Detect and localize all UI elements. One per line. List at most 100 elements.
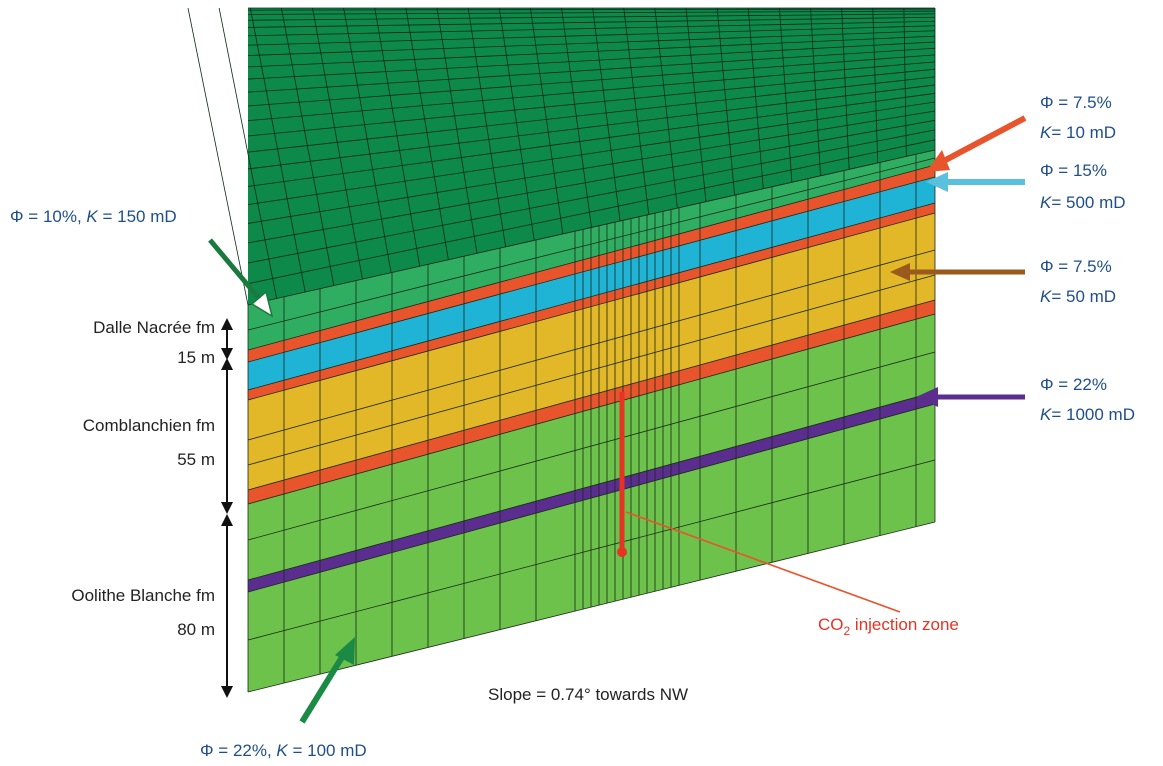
grid-line xyxy=(247,459,936,641)
layer-band xyxy=(248,150,935,350)
formation-name-comblanchien: Comblanchien fm xyxy=(83,416,215,435)
formation-thickness-comblanchien: 55 m xyxy=(177,450,215,469)
grid-line xyxy=(247,129,936,264)
grid-line xyxy=(247,212,936,401)
grid-line xyxy=(716,7,736,196)
injection-leader-line xyxy=(625,511,901,613)
front-face-grid xyxy=(247,149,936,693)
slope-label: Slope = 0.74° towards NW xyxy=(488,685,688,704)
layer-band xyxy=(248,314,935,580)
layer-band xyxy=(248,165,935,362)
grid-line xyxy=(405,7,449,260)
grid-line xyxy=(312,7,363,280)
formation-name-dalle: Dalle Nacrée fm xyxy=(93,318,215,337)
formation-name-oolithe: Oolithe Blanche fm xyxy=(71,586,215,605)
grid-line xyxy=(247,157,936,331)
grid-line xyxy=(436,7,478,254)
property-phi-orange: Φ = 7.5% xyxy=(1040,93,1112,112)
grid-line xyxy=(592,7,621,222)
property-label-bottom: Φ = 22%, K = 100 mD xyxy=(200,741,367,760)
grid-line xyxy=(247,25,936,46)
grid-line xyxy=(374,7,421,267)
grid-line xyxy=(247,92,936,187)
grid-line xyxy=(247,391,936,581)
property-k-yellow: K= 50 mD xyxy=(1040,287,1116,306)
property-phi-purple: Φ = 22% xyxy=(1040,375,1107,394)
grid-line xyxy=(810,7,821,176)
property-label-top-left: Φ = 10%, K = 150 mD xyxy=(10,207,177,226)
grid-line xyxy=(247,10,936,15)
grid-line xyxy=(247,61,936,122)
grid-line xyxy=(247,149,936,306)
injection-well-tip xyxy=(617,547,627,557)
formation-thickness-dalle: 15 m xyxy=(177,348,215,367)
arrow-brown-head xyxy=(890,263,910,281)
layer-band xyxy=(248,392,935,592)
grid-line xyxy=(247,202,936,391)
grid-line xyxy=(247,76,936,153)
grid-line xyxy=(747,7,764,189)
grid-line xyxy=(280,7,335,286)
grid-line xyxy=(247,47,936,93)
grid-line xyxy=(903,7,907,157)
grid-line xyxy=(247,101,936,206)
grid-line xyxy=(247,249,936,441)
arrow-purple-head xyxy=(916,387,938,407)
bottom-arrow xyxy=(299,637,355,724)
grid-line xyxy=(247,13,936,21)
grid-line xyxy=(247,20,936,37)
grid-line xyxy=(247,119,936,244)
property-k-orange: K= 10 mD xyxy=(1040,123,1116,142)
grid-line xyxy=(778,7,793,183)
layer-band xyxy=(248,213,935,490)
grid-line xyxy=(498,7,535,241)
grid-line xyxy=(247,84,936,170)
grid-line xyxy=(247,403,936,593)
grid-line xyxy=(685,7,707,202)
grid-line xyxy=(872,7,879,163)
reservoir-grid-block xyxy=(187,7,936,693)
front-face-layers xyxy=(248,150,935,692)
grid-line xyxy=(841,7,850,170)
grid-line xyxy=(187,7,249,306)
grid-line xyxy=(623,7,650,215)
arrow-orange-head xyxy=(926,150,950,172)
grid-line xyxy=(247,54,936,107)
formation-thickness-oolithe: 80 m xyxy=(177,620,215,639)
layer-band xyxy=(248,300,935,504)
grid-line xyxy=(247,274,936,466)
arrow-orange xyxy=(936,115,1027,167)
grid-line xyxy=(247,110,936,224)
grid-line xyxy=(247,8,936,11)
grid-line xyxy=(247,139,936,285)
grid-line xyxy=(247,35,936,68)
grid-line xyxy=(343,7,392,273)
grid-line xyxy=(247,41,936,80)
grid-line xyxy=(247,521,936,693)
arrow-cyan-head xyxy=(926,172,948,192)
property-k-purple: K= 1000 mD xyxy=(1040,405,1135,424)
grid-line xyxy=(247,176,936,363)
grid-line xyxy=(529,7,564,235)
top-surface xyxy=(248,8,935,305)
grid-line xyxy=(654,7,678,209)
grid-line xyxy=(247,164,936,351)
property-phi-cyan: Φ = 15% xyxy=(1040,161,1107,180)
grid-line xyxy=(247,351,936,541)
right-arrows xyxy=(890,115,1027,407)
layer-band xyxy=(248,203,935,400)
grid-line xyxy=(247,313,936,505)
grid-line xyxy=(247,16,936,28)
top-surface-grid xyxy=(187,7,936,306)
grid-line xyxy=(218,7,278,299)
layer-band xyxy=(248,404,935,692)
grid-line xyxy=(561,7,592,228)
top-left-arrow xyxy=(208,238,274,318)
grid-line xyxy=(467,7,507,247)
injection-zone-label: CO2 injection zone xyxy=(818,615,959,638)
property-k-cyan: K= 500 mD xyxy=(1040,193,1126,212)
grid-line xyxy=(247,68,936,137)
grid-line xyxy=(247,299,936,491)
grid-line xyxy=(247,30,936,56)
